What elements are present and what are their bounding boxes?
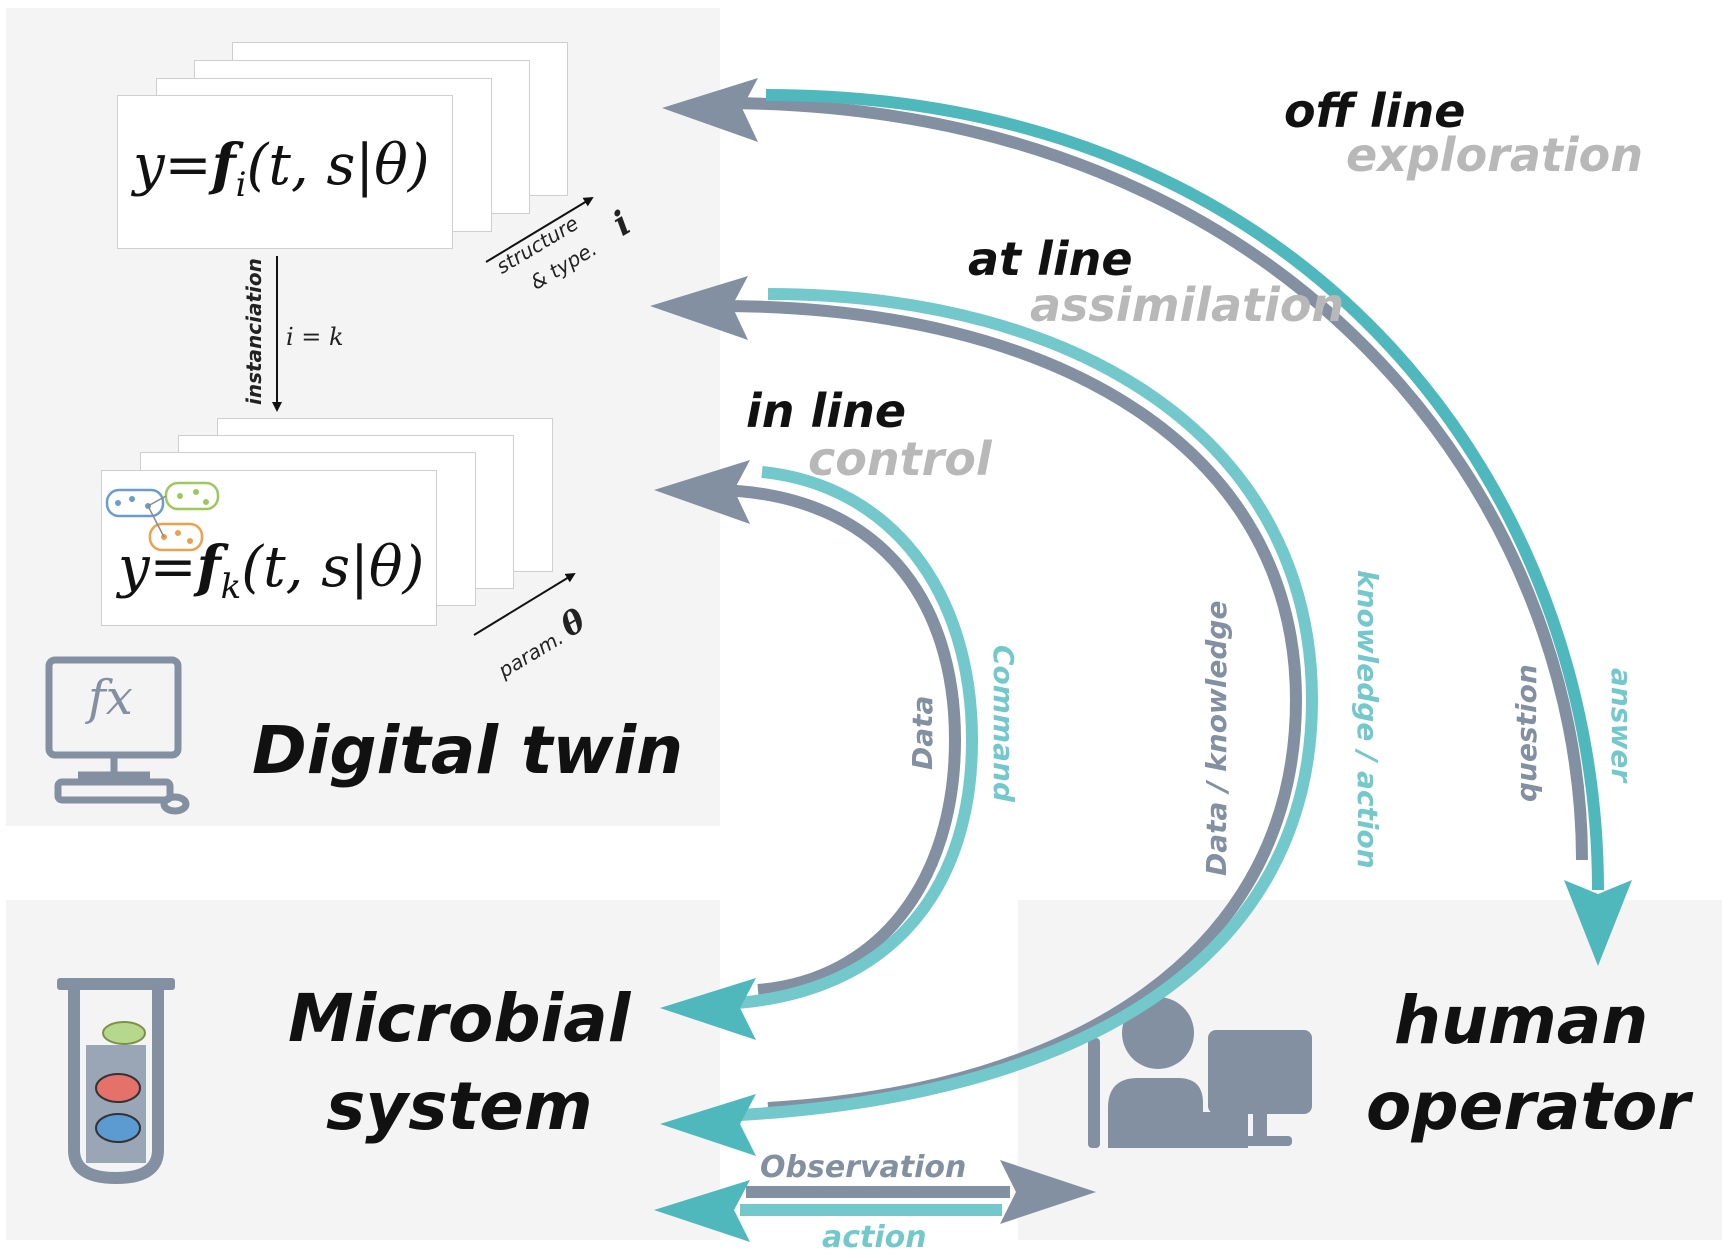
atline-title: at line [968,232,1133,286]
atline-knowledge-label: knowledge / action [1351,570,1384,869]
action-label: action [822,1220,927,1255]
equation-instance: y=fk(t, s|θ) [118,534,425,608]
offline-answer-label: answer [1605,668,1638,783]
action-head [654,1180,750,1242]
inline-title: in line [746,384,907,438]
inline-data-head [654,460,750,524]
atline-data-label: Data / knowledge [1200,600,1233,876]
model-card-general [117,95,453,249]
microbial-title-line2: system [326,1068,593,1145]
atline-knowledge-arrow [719,288,1319,1122]
human-operator-panel [1018,900,1722,1240]
microbial-title-line1: Microbial [288,980,631,1057]
equation-general: y=fi(t, s|θ) [133,132,430,206]
structure-arrow [485,196,594,263]
computer-fx-text: fx [88,670,133,726]
inline-subtitle: control [808,432,992,486]
inline-data-label: Data [906,695,939,770]
instanciation-label: instanciation [242,258,266,405]
atline-data-head [650,276,748,340]
offline-question-label: question [1510,664,1543,802]
inline-data-arrow [719,484,962,996]
operator-title-line1: human [1394,982,1649,1059]
offline-title: off line [1284,84,1466,138]
instanciation-equation: i = k [286,323,344,351]
digital-twin-title: Digital twin [252,712,684,789]
atline-subtitle: assimilation [1030,278,1345,332]
offline-answer-arrow [765,89,1604,891]
test-tube-bacteria-icon [57,978,175,1185]
inline-command-arrow [719,466,979,1010]
offline-question-arrow [719,97,1588,861]
operator-title-line2: operator [1366,1068,1690,1145]
offline-question-head [662,78,758,142]
observation-head [1000,1160,1096,1224]
offline-answer-head [1564,880,1632,966]
person-at-computer-icon [1088,997,1312,1148]
inline-command-label: Command [987,645,1020,803]
model-network-icon [105,481,220,552]
computer-fx-icon [45,656,190,815]
observation-label: Observation [760,1150,967,1185]
inline-command-head [660,978,756,1040]
atline-knowledge-head [660,1094,756,1156]
param-arrow [473,572,576,636]
offline-subtitle: exploration [1346,128,1644,182]
